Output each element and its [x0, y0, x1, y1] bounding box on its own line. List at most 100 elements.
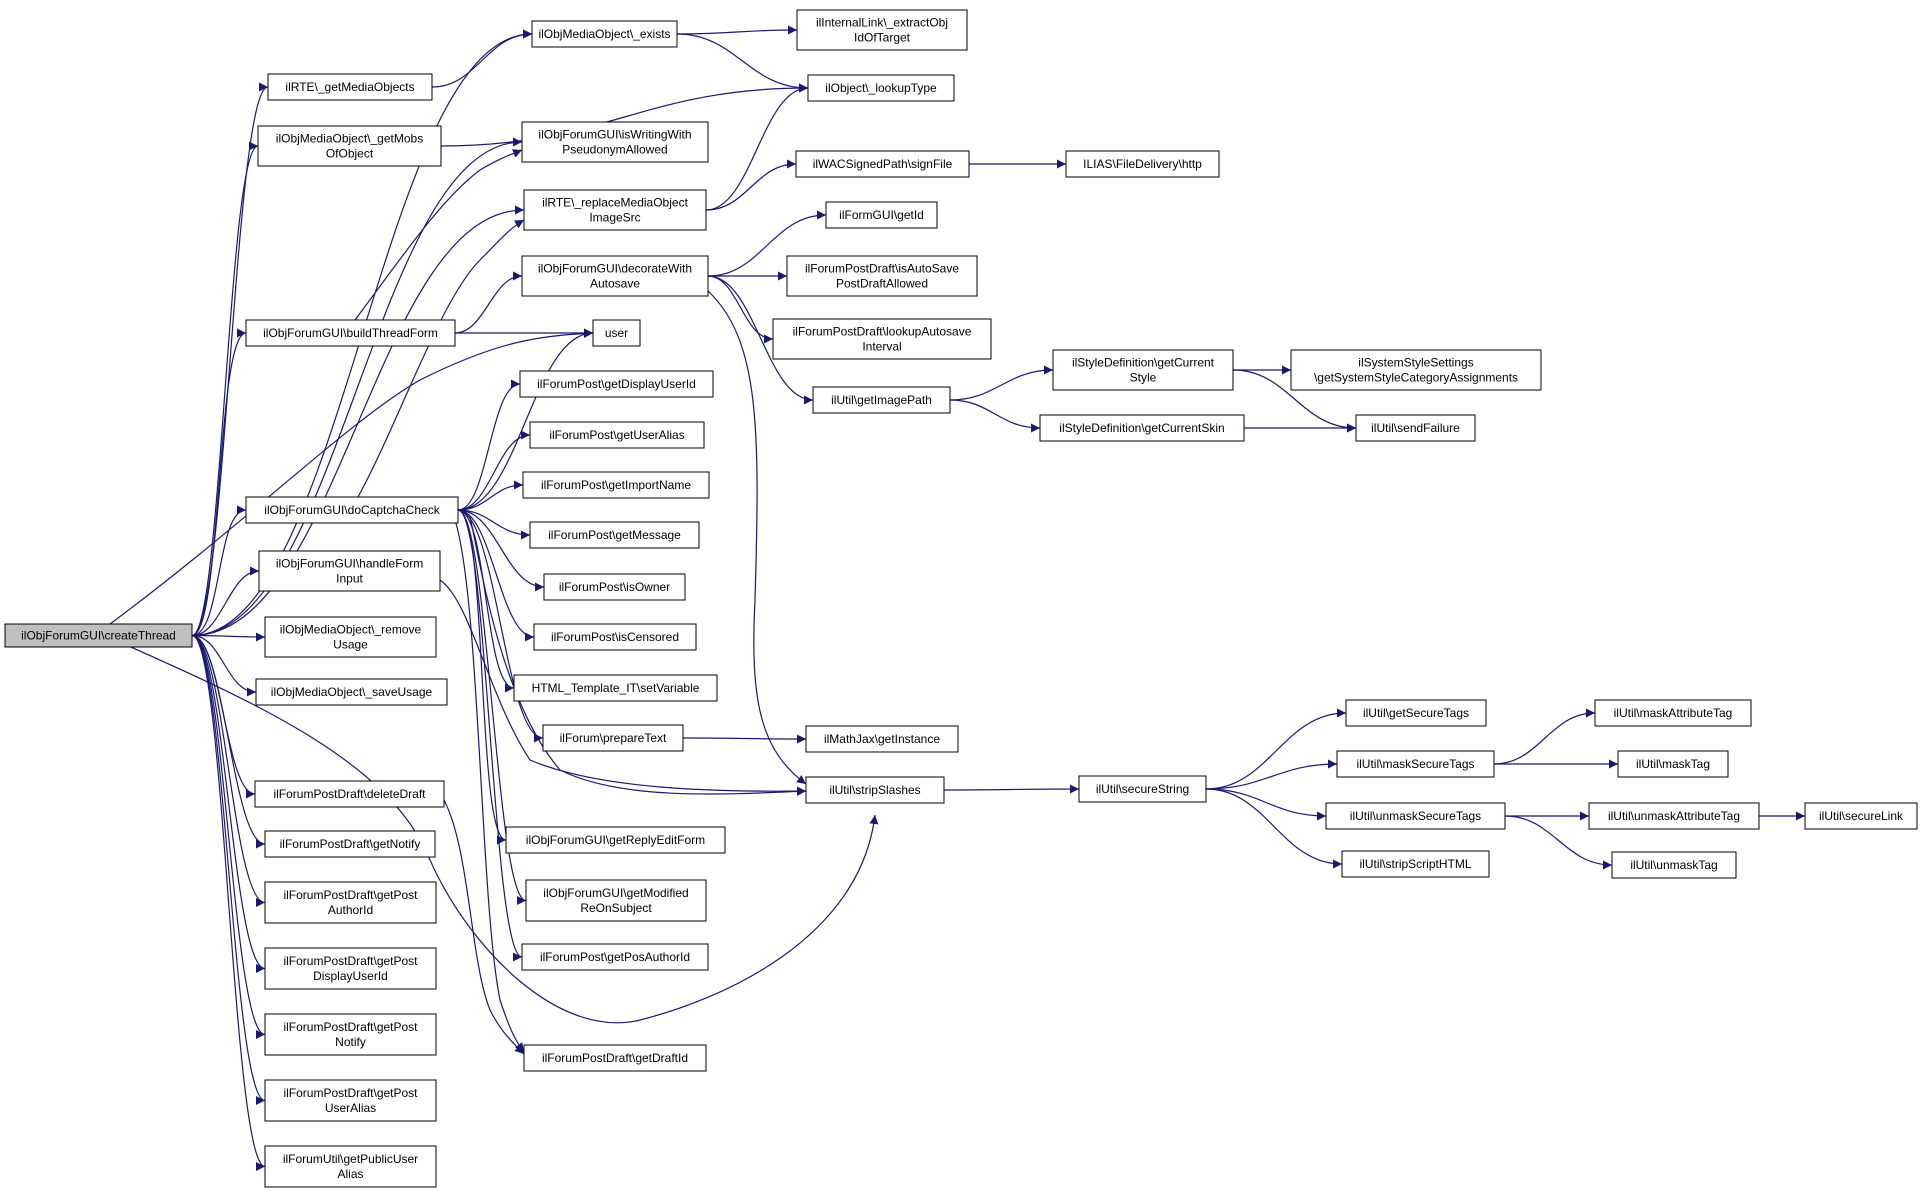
node-post-get-pos-author-id[interactable]: ilForumPost\getPosAuthorId	[521, 943, 709, 971]
edge-rte-replace-media-object-image-src-to-object-lookup-type	[705, 83, 809, 211]
node-util-secure-link[interactable]: ilUtil\secureLink	[1804, 802, 1918, 830]
node-box	[257, 125, 442, 167]
node-wac-sign-file[interactable]: ilWACSignedPath\signFile	[795, 150, 970, 178]
node-label: ilObjForumGUI\doCaptchaCheck	[264, 503, 440, 517]
node-box	[264, 616, 437, 658]
edge-util-secure-string-to-util-mask-secure-tags	[1205, 759, 1338, 790]
node-label: \getSystemStyleCategoryAssignments	[1314, 371, 1518, 385]
node-box	[245, 319, 456, 347]
node-user[interactable]: user	[592, 319, 641, 347]
node-post-get-message[interactable]: ilForumPost\getMessage	[529, 521, 700, 549]
node-util-secure-string[interactable]: ilUtil\secureString	[1078, 775, 1207, 803]
edge-build-thread-form-to-decorate-with-autosave	[454, 271, 523, 334]
node-rte-get-media-objects[interactable]: ilRTE\_getMediaObjects	[267, 73, 433, 101]
node-post-get-display-user-id[interactable]: ilForumPost\getDisplayUserId	[519, 370, 714, 398]
node-util-strip-slashes[interactable]: ilUtil\stripSlashes	[805, 776, 945, 804]
node-is-writing-with-pseudonym-allowed[interactable]: ilObjForumGUI\isWritingWithPseudonymAllo…	[521, 121, 709, 163]
node-forum-prepare-text[interactable]: ilForum\prepareText	[542, 724, 684, 752]
node-label: DisplayUserId	[313, 969, 388, 983]
node-label: ilObjForumGUI\isWritingWith	[538, 128, 691, 142]
node-label: ilUtil\unmaskSecureTags	[1350, 809, 1481, 823]
node-util-strip-script-html[interactable]: ilUtil\stripScriptHTML	[1341, 850, 1490, 878]
node-get-reply-edit-form[interactable]: ilObjForumGUI\getReplyEditForm	[505, 826, 726, 854]
node-box	[1065, 150, 1220, 178]
node-formgui-get-id[interactable]: ilFormGUI\getId	[825, 201, 938, 229]
node-box	[4, 623, 193, 648]
edge-create-thread-to-build-thread-form	[191, 328, 247, 637]
edge-util-get-image-path-to-style-get-current-skin	[949, 399, 1041, 433]
node-util-unmask-secure-tags[interactable]: ilUtil\unmaskSecureTags	[1325, 802, 1506, 830]
node-mob-exists[interactable]: ilObjMediaObject\_exists	[531, 20, 678, 48]
node-label: ilStyleDefinition\getCurrent	[1072, 356, 1215, 370]
edge-forum-prepare-text-to-mathjax-get-instance	[682, 734, 807, 744]
node-tpl-set-variable[interactable]: HTML_Template_IT\setVariable	[513, 674, 718, 702]
node-box	[505, 826, 726, 854]
node-label: ilObjForumGUI\handleForm	[276, 557, 423, 571]
edge-do-captcha-check-to-post-get-user-alias	[457, 430, 531, 511]
edge-create-thread-to-util-strip-slashes	[105, 635, 879, 1024]
node-draft-get-draft-id[interactable]: ilForumPostDraft\getDraftId	[523, 1044, 707, 1072]
edge-create-thread-to-mob-get-mobs-of-object	[191, 141, 259, 637]
node-util-mask-tag[interactable]: ilUtil\maskTag	[1617, 750, 1729, 778]
node-post-get-user-alias[interactable]: ilForumPost\getUserAlias	[529, 421, 705, 449]
node-draft-is-auto-save-post-draft-allowed[interactable]: ilForumPostDraft\isAutoSavePostDraftAllo…	[786, 255, 978, 297]
node-syssettings-get-system-style-category-assignments[interactable]: ilSystemStyleSettings\getSystemStyleCate…	[1290, 349, 1542, 391]
node-box	[255, 678, 448, 706]
edge-draft-delete-draft-to-draft-get-draft-id	[443, 799, 525, 1055]
edge-create-thread-to-user	[109, 329, 594, 625]
node-box	[523, 189, 707, 231]
node-util-unmask-attribute-tag[interactable]: ilUtil\unmaskAttributeTag	[1588, 802, 1760, 830]
node-label: ilForumPost\getImportName	[541, 478, 691, 492]
node-util-mask-attribute-tag[interactable]: ilUtil\maskAttributeTag	[1594, 699, 1752, 727]
node-draft-delete-draft[interactable]: ilForumPostDraft\deleteDraft	[254, 780, 445, 808]
node-style-get-current-skin[interactable]: ilStyleDefinition\getCurrentSkin	[1039, 414, 1245, 442]
node-box	[519, 370, 714, 398]
node-object-lookup-type[interactable]: ilObject\_lookupType	[807, 74, 955, 102]
node-mathjax-get-instance[interactable]: ilMathJax\getInstance	[805, 725, 959, 753]
node-draft-get-notify[interactable]: ilForumPostDraft\getNotify	[264, 830, 436, 858]
node-filedelivery-http[interactable]: ILIAS\FileDelivery\http	[1065, 150, 1220, 178]
node-post-is-owner[interactable]: ilForumPost\isOwner	[543, 573, 686, 601]
node-label: Input	[336, 572, 363, 586]
node-label: ilForumPostDraft\getDraftId	[542, 1051, 688, 1065]
node-create-thread[interactable]: ilObjForumGUI\createThread	[4, 623, 193, 648]
node-box	[1804, 802, 1918, 830]
node-label: PseudonymAllowed	[562, 143, 667, 157]
node-label: ilRTE\_replaceMediaObject	[542, 196, 689, 210]
node-label: ilForumPostDraft\getPost	[283, 888, 418, 902]
node-label: ImageSrc	[589, 211, 640, 225]
node-util-get-secure-tags[interactable]: ilUtil\getSecureTags	[1345, 699, 1487, 727]
node-post-is-censored[interactable]: ilForumPost\isCensored	[533, 623, 697, 651]
node-util-send-failure[interactable]: ilUtil\sendFailure	[1355, 414, 1476, 442]
node-util-unmask-tag[interactable]: ilUtil\unmaskTag	[1611, 851, 1737, 879]
node-post-get-import-name[interactable]: ilForumPost\getImportName	[522, 471, 710, 499]
edge-create-thread-to-is-writing-with-pseudonym-allowed	[191, 137, 523, 637]
node-box	[796, 9, 968, 51]
node-util-mask-secure-tags[interactable]: ilUtil\maskSecureTags	[1336, 750, 1495, 778]
node-util-get-image-path[interactable]: ilUtil\getImagePath	[812, 386, 951, 414]
node-box	[267, 73, 433, 101]
node-mob-save-usage[interactable]: ilObjMediaObject\_saveUsage	[255, 678, 448, 706]
node-do-captcha-check[interactable]: ilObjForumGUI\doCaptchaCheck	[245, 496, 459, 524]
node-label: ilObject\_lookupType	[825, 81, 937, 95]
node-label: ilObjMediaObject\_getMobs	[276, 132, 423, 146]
node-box	[812, 386, 951, 414]
node-label: user	[605, 326, 628, 340]
node-label: ilForumPostDraft\lookupAutosave	[793, 325, 972, 339]
node-build-thread-form[interactable]: ilObjForumGUI\buildThreadForm	[245, 319, 456, 347]
node-box	[1611, 851, 1737, 879]
